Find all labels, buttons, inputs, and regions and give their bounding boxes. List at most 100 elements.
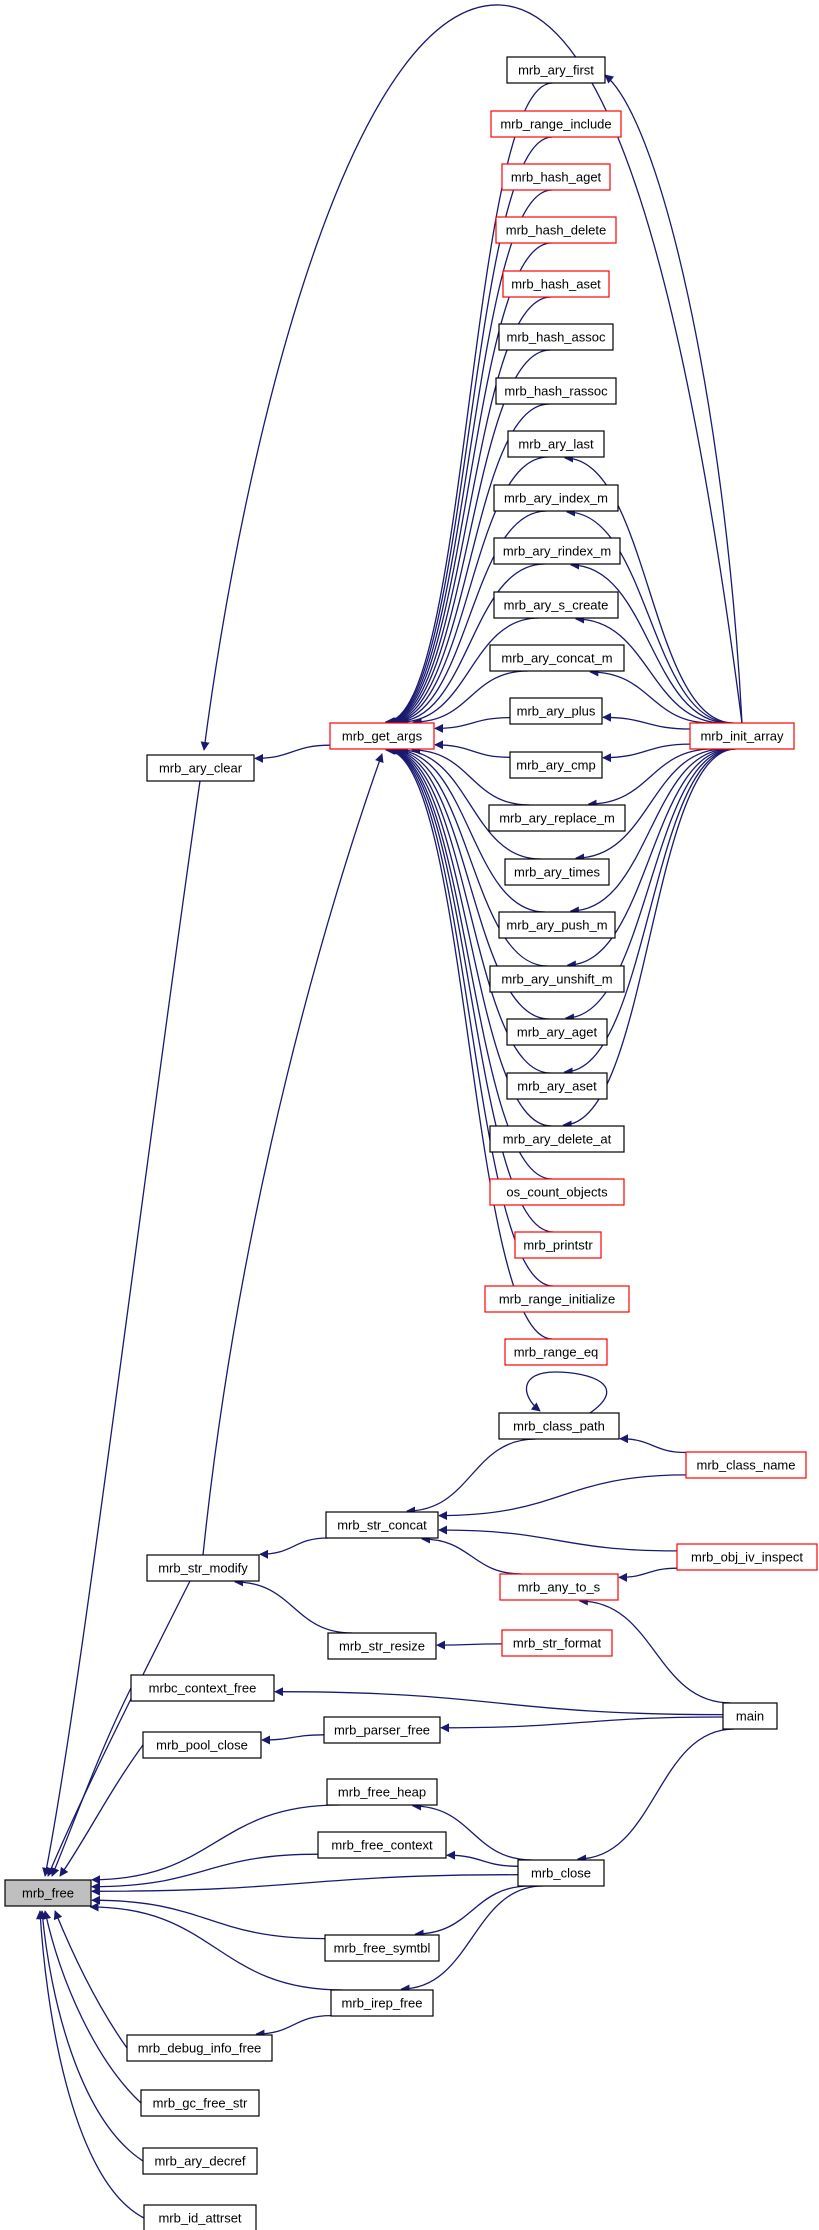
node-mrb_str_concat[interactable]: mrb_str_concat — [325, 1511, 439, 1539]
node-mrb_ary_index_m[interactable]: mrb_ary_index_m — [493, 484, 619, 512]
node-label: main — [736, 1709, 764, 1724]
node-box — [493, 591, 619, 619]
node-mrb_ary_cmp[interactable]: mrb_ary_cmp — [509, 751, 603, 779]
edge-mrbc_context_free-to-mrb_free — [50, 1687, 132, 1877]
node-box — [489, 644, 625, 672]
node-mrb_class_path[interactable]: mrb_class_path — [498, 1412, 620, 1440]
node-mrb_ary_replace_m[interactable]: mrb_ary_replace_m — [488, 804, 626, 832]
node-mrb_get_args[interactable]: mrb_get_args — [329, 722, 435, 750]
node-box — [495, 216, 617, 244]
node-box — [146, 1554, 260, 1582]
node-box — [514, 1231, 602, 1259]
node-label: mrb_range_include — [500, 117, 611, 132]
edge-mrb_init_array-to-mrb_ary_cmp — [602, 743, 691, 763]
node-label: mrb_ary_clear — [159, 761, 243, 776]
node-mrb_ary_clear[interactable]: mrb_ary_clear — [146, 754, 255, 782]
node-box — [490, 110, 622, 138]
node-mrb_id_attrset[interactable]: mrb_id_attrset — [143, 2204, 257, 2230]
node-mrb_free_symtbl[interactable]: mrb_free_symtbl — [324, 1934, 440, 1962]
edge-mrb_str_modify-to-mrb_get_args — [202, 753, 384, 1556]
node-mrb_init_array[interactable]: mrb_init_array — [689, 722, 795, 750]
node-box — [685, 1451, 807, 1479]
edge-mrb_ary_concat_m-to-mrb_get_args — [412, 670, 528, 727]
edge-os_count_objects-to-mrb_get_args — [386, 745, 553, 1180]
node-box — [142, 2147, 258, 2175]
node-label: mrb_hash_delete — [506, 223, 606, 238]
node-mrbc_context_free[interactable]: mrbc_context_free — [130, 1674, 275, 1702]
node-box — [506, 1018, 608, 1046]
edge-mrb_str_format-to-mrb_str_resize — [436, 1640, 503, 1650]
node-mrb_range_initialize[interactable]: mrb_range_initialize — [484, 1285, 630, 1313]
node-mrb_close[interactable]: mrb_close — [517, 1859, 605, 1887]
node-mrb_str_resize[interactable]: mrb_str_resize — [327, 1632, 437, 1660]
edges-layer — [35, 4, 743, 2219]
node-mrb_class_name[interactable]: mrb_class_name — [685, 1451, 807, 1479]
edge-mrb_pool_close-to-mrb_free — [59, 1744, 144, 1877]
node-label: mrb_obj_iv_inspect — [691, 1550, 803, 1565]
node-mrb_ary_last[interactable]: mrb_ary_last — [507, 430, 605, 458]
node-label: mrb_ary_aget — [517, 1025, 598, 1040]
node-mrb_printstr[interactable]: mrb_printstr — [514, 1231, 602, 1259]
node-label: mrb_ary_decref — [154, 2154, 245, 2169]
edge-mrb_init_array-to-mrb_ary_push_m — [569, 748, 730, 916]
node-mrb_free_context[interactable]: mrb_free_context — [317, 1831, 447, 1859]
node-mrb_ary_unshift_m[interactable]: mrb_ary_unshift_m — [489, 965, 625, 993]
edge-mrb_hash_assoc-to-mrb_get_args — [387, 349, 551, 727]
node-mrb_range_include[interactable]: mrb_range_include — [490, 110, 622, 138]
node-mrb_hash_delete[interactable]: mrb_hash_delete — [495, 216, 617, 244]
edge-mrb_init_array-to-mrb_ary_aset — [563, 748, 736, 1077]
node-mrb_debug_info_free[interactable]: mrb_debug_info_free — [126, 2034, 273, 2062]
node-mrb_ary_first[interactable]: mrb_ary_first — [506, 56, 606, 84]
node-box — [143, 2204, 257, 2230]
node-box — [493, 537, 621, 565]
node-mrb_gc_free_str[interactable]: mrb_gc_free_str — [140, 2089, 260, 2117]
node-box — [506, 56, 606, 84]
node-mrb_free_heap[interactable]: mrb_free_heap — [326, 1778, 438, 1806]
node-mrb_hash_aget[interactable]: mrb_hash_aget — [501, 163, 611, 191]
edge-mrb_debug_info_free-to-mrb_free — [53, 1910, 128, 2049]
node-label: os_count_objects — [506, 1185, 608, 1200]
node-mrb_ary_delete_at[interactable]: mrb_ary_delete_at — [489, 1125, 625, 1153]
node-label: mrb_ary_delete_at — [503, 1132, 612, 1147]
edge-mrb_gc_free_str-to-mrb_free — [42, 1910, 142, 2104]
node-label: mrb_any_to_s — [518, 1580, 601, 1595]
node-box — [330, 1989, 434, 2017]
edge-mrb_close-to-mrb_free — [91, 1874, 519, 1896]
node-mrb_ary_push_m[interactable]: mrb_ary_push_m — [498, 911, 616, 939]
node-mrb_hash_aset[interactable]: mrb_hash_aset — [502, 270, 610, 298]
node-mrb_pool_close[interactable]: mrb_pool_close — [142, 1731, 262, 1759]
node-mrb_ary_plus[interactable]: mrb_ary_plus — [509, 697, 603, 725]
node-mrb_hash_rassoc[interactable]: mrb_hash_rassoc — [495, 377, 617, 405]
node-mrb_ary_aget[interactable]: mrb_ary_aget — [506, 1018, 608, 1046]
node-mrb_str_modify[interactable]: mrb_str_modify — [146, 1554, 260, 1582]
node-mrb_ary_concat_m[interactable]: mrb_ary_concat_m — [489, 644, 625, 672]
node-mrb_ary_rindex_m[interactable]: mrb_ary_rindex_m — [493, 537, 621, 565]
node-mrb_ary_aset[interactable]: mrb_ary_aset — [506, 1072, 608, 1100]
node-mrb_ary_decref[interactable]: mrb_ary_decref — [142, 2147, 258, 2175]
node-box — [504, 858, 610, 886]
node-mrb_hash_assoc[interactable]: mrb_hash_assoc — [498, 323, 614, 351]
node-mrb_free[interactable]: mrb_free — [4, 1879, 92, 1907]
edge-mrb_ary_push_m-to-mrb_get_args — [394, 745, 546, 913]
edge-main-to-mrb_any_to_s — [578, 1596, 731, 1704]
node-label: mrb_free_context — [331, 1838, 433, 1853]
edge-mrb_ary_unshift_m-to-mrb_get_args — [391, 745, 548, 967]
node-mrb_any_to_s[interactable]: mrb_any_to_s — [499, 1573, 619, 1601]
node-box — [326, 1778, 438, 1806]
node-label: mrb_close — [531, 1866, 591, 1881]
edge-mrb_id_attrset-to-mrb_free — [35, 1910, 145, 2219]
node-mrb_obj_iv_inspect[interactable]: mrb_obj_iv_inspect — [676, 1543, 818, 1571]
nodes-layer: mrb_free mrb_ary_clear mrb_str_modify mrbc_… — [4, 56, 818, 2230]
node-mrb_irep_free[interactable]: mrb_irep_free — [330, 1989, 434, 2017]
node-label: mrb_ary_times — [514, 865, 600, 880]
node-main[interactable]: main — [722, 1702, 778, 1730]
node-mrb_parser_free[interactable]: mrb_parser_free — [323, 1716, 441, 1744]
node-mrb_ary_times[interactable]: mrb_ary_times — [504, 858, 610, 886]
node-mrb_ary_s_create[interactable]: mrb_ary_s_create — [493, 591, 619, 619]
edge-main-to-mrbc_context_free — [274, 1687, 724, 1716]
node-box — [495, 377, 617, 405]
node-label: mrb_hash_aget — [511, 170, 602, 185]
node-mrb_range_eq[interactable]: mrb_range_eq — [504, 1338, 608, 1366]
node-os_count_objects[interactable]: os_count_objects — [489, 1178, 625, 1206]
node-mrb_str_format[interactable]: mrb_str_format — [501, 1629, 613, 1657]
